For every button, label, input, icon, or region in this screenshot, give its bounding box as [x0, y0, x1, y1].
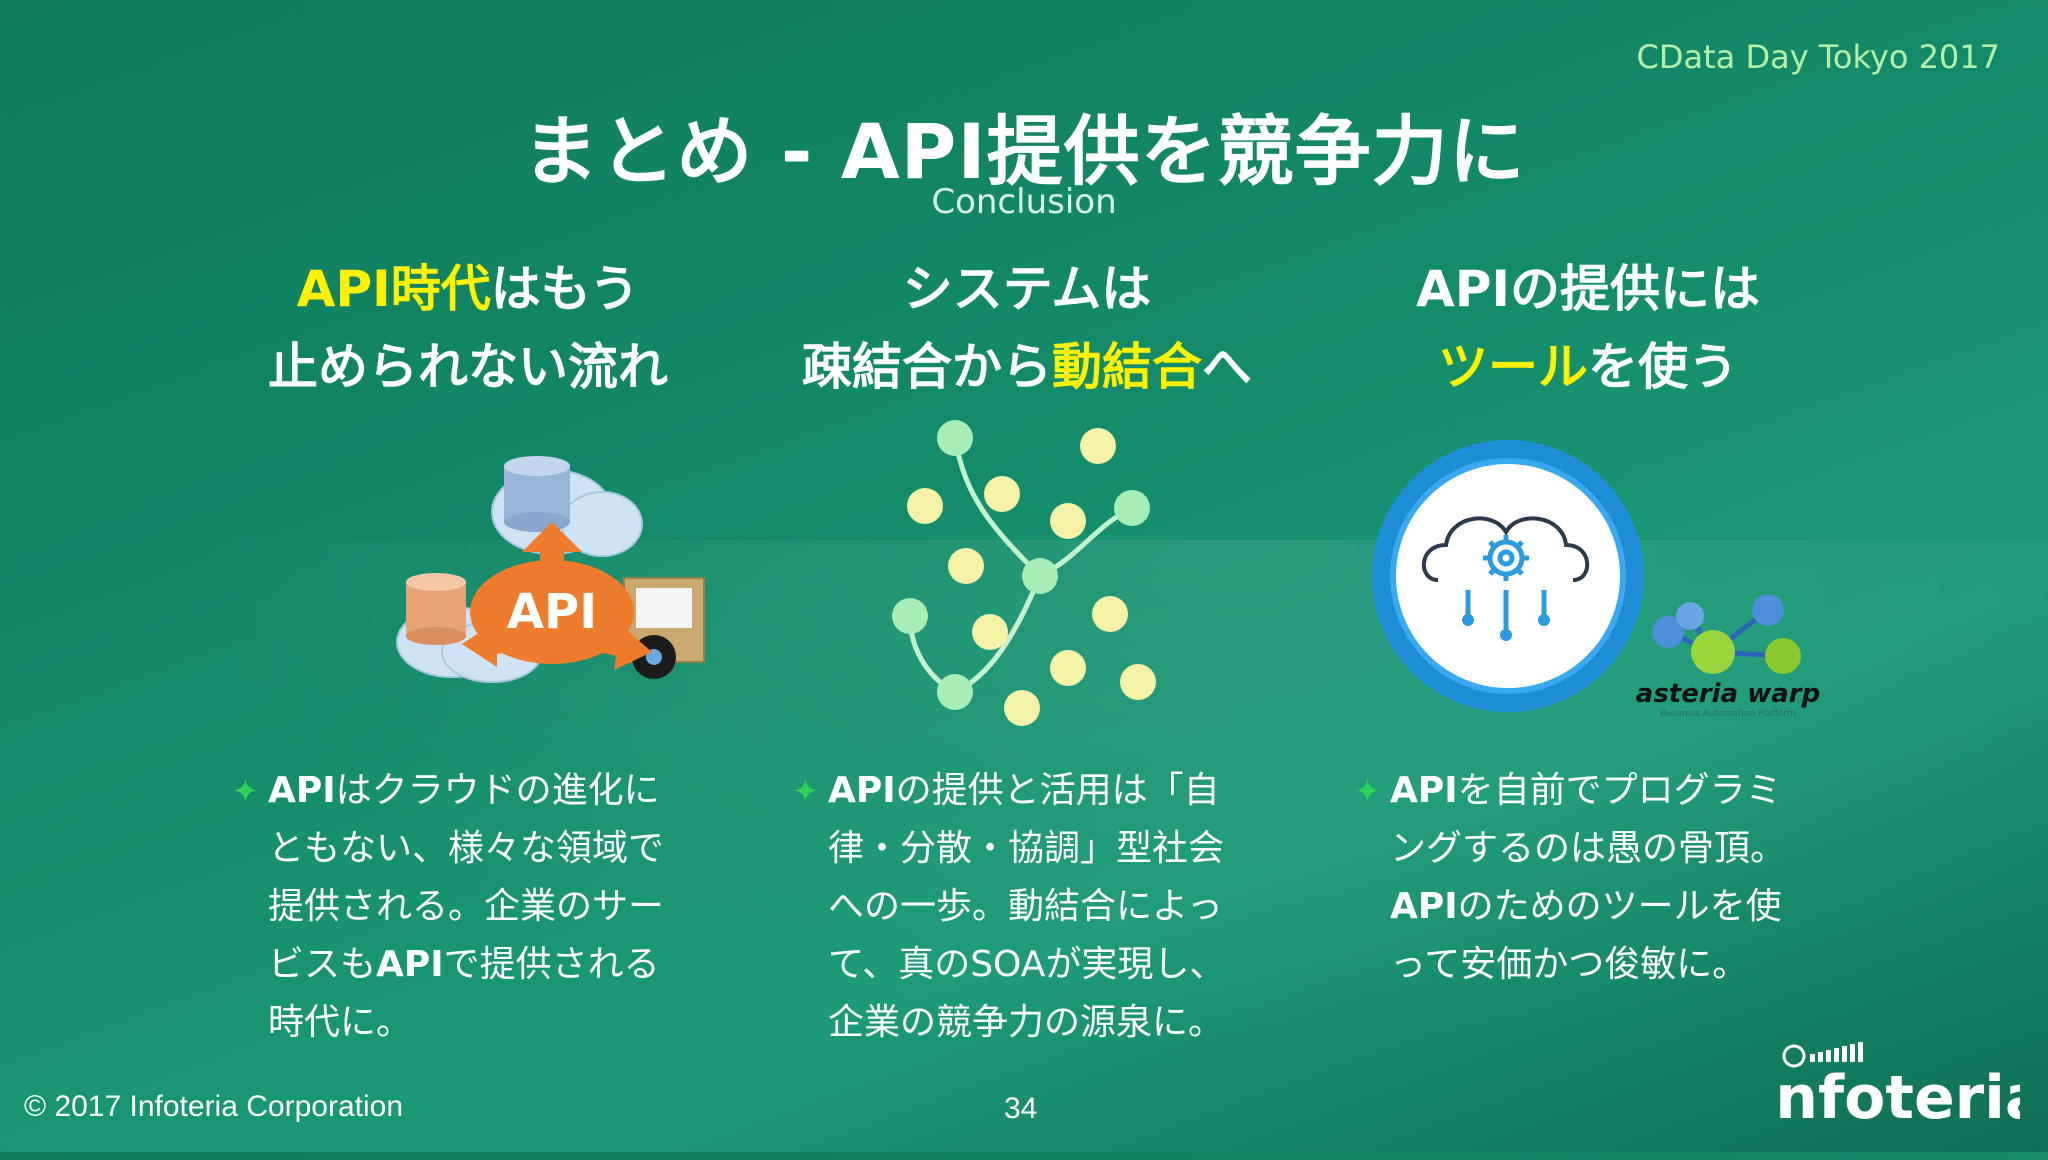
bullet-bold: API [1390, 886, 1458, 927]
bullet-line: で提供される [443, 944, 660, 985]
network-nodes-icon [892, 420, 1156, 726]
bullet-bold: API [268, 770, 336, 811]
column-3-bullet: ✦ APIを自前でプログラミ ングするのは愚の骨頂。 APIのためのツールを使 … [1354, 762, 1830, 994]
slide-subtitle: Conclusion [931, 182, 1117, 222]
infoteria-logo: infoteria [1780, 1042, 2020, 1130]
bullet-line-pre: ビスも [268, 944, 377, 985]
column-2-bullet: ✦ APIの提供と活用は「自 律・分散・協調」型社会 への一歩。動結合によっ て… [792, 762, 1258, 1052]
column-1-heading: API時代はもう 止められない流れ [168, 250, 768, 406]
asteria-warp-logo: asteria warp [1636, 679, 1820, 709]
column-2-heading-pre: 疎結合から [802, 338, 1052, 396]
bullet-line: はクラウドの進化に [335, 770, 660, 811]
bullet-line: って安価かつ俊敏に。 [1390, 944, 1749, 985]
bullet-line: ともない、様々な領域で [268, 828, 665, 869]
bullet-line: 企業の競争力の源泉に。 [828, 1002, 1225, 1043]
bullet-bold: API [376, 944, 444, 985]
column-2-heading: システムは 疎結合から動結合へ [727, 250, 1327, 406]
column-2-heading-post: へ [1202, 338, 1252, 396]
column-3-heading-post: を使う [1588, 338, 1738, 396]
column-1-heading-rest: はもう [490, 260, 640, 318]
api-cloud-icon: API [396, 456, 705, 683]
column-3-heading-line1: APIの提供には [1416, 260, 1760, 318]
page-number: 34 [1004, 1092, 1038, 1125]
column-3-heading-highlight: ツール [1438, 338, 1588, 396]
column-1-heading-line2: 止められない流れ [268, 338, 668, 396]
cloud-gear-icon: asteria warp Business Automation Platfor… [1372, 440, 1820, 719]
bullet-line: ングするのは愚の骨頂。 [1390, 828, 1787, 869]
column-1-heading-highlight: API時代 [296, 260, 491, 318]
copyright-text: © 2017 Infoteria Corporation [24, 1090, 403, 1123]
column-2-heading-line1: システムは [902, 260, 1152, 318]
column-1-bullet: ✦ APIはクラウドの進化に ともない、様々な領域で 提供される。企業のサー ビ… [232, 762, 708, 1052]
bullet-line: のためのツールを使 [1457, 886, 1782, 927]
column-3-heading: APIの提供には ツールを使う [1288, 250, 1888, 406]
infoteria-logo-text: infoteria [1780, 1063, 2020, 1130]
bullet-line: 提供される。企業のサー [268, 886, 665, 927]
bullet-line: 律・分散・協調」型社会 [828, 828, 1225, 869]
bullet-line: て、真のSOAが実現し、 [828, 944, 1226, 985]
bullet-bold: API [1390, 770, 1458, 811]
bullet-star-icon: ✦ [232, 772, 259, 810]
bullet-line: を自前でプログラミ [1457, 770, 1782, 811]
bullet-line: の提供と活用は「自 [895, 770, 1220, 811]
asteria-warp-tagline: Business Automation Platform [1660, 709, 1796, 719]
api-label: API [507, 584, 597, 640]
bullet-line: への一歩。動結合によっ [828, 886, 1223, 927]
slide-title: まとめ - API提供を競争力に [522, 107, 1526, 196]
bullet-star-icon: ✦ [792, 772, 819, 810]
bullet-bold: API [828, 770, 896, 811]
column-2-heading-highlight: 動結合 [1052, 338, 1202, 396]
bullet-star-icon: ✦ [1354, 772, 1381, 810]
bullet-line: 時代に。 [268, 1002, 413, 1043]
conference-label: CData Day Tokyo 2017 [1636, 38, 2000, 76]
